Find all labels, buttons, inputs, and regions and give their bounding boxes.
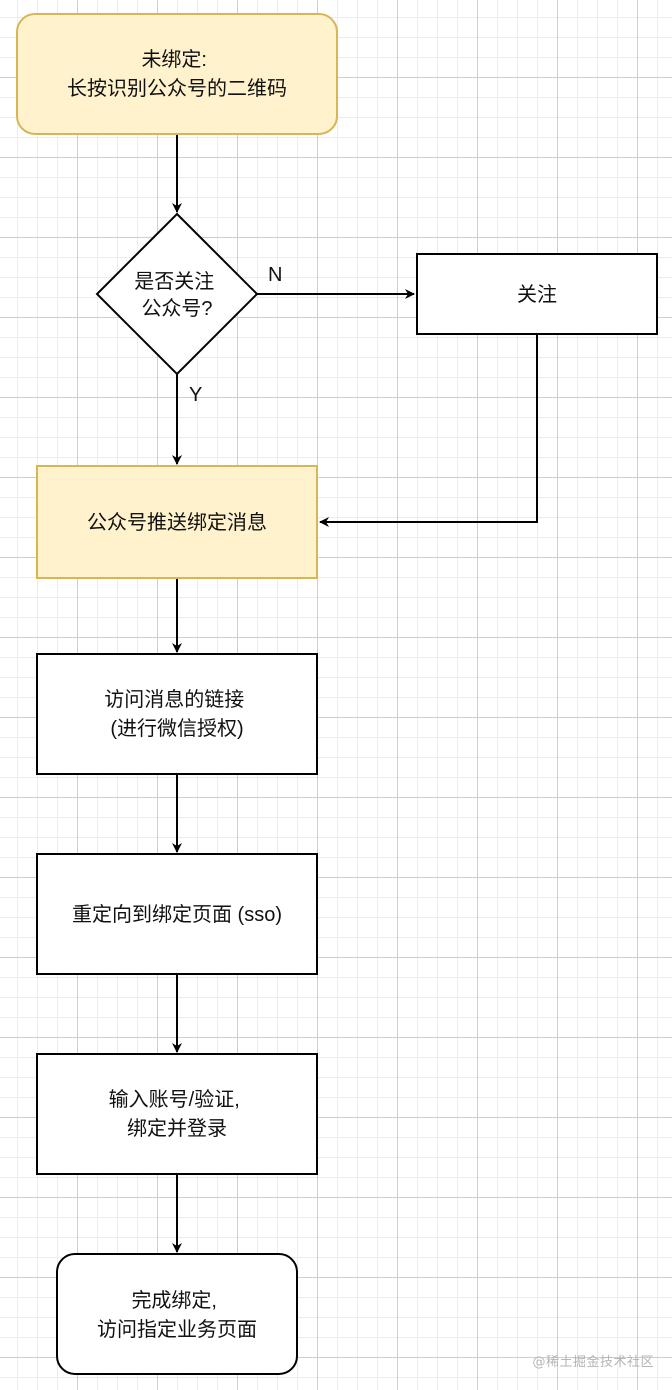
node-decision: 是否关注 公众号? (95, 212, 259, 376)
node-push: 公众号推送绑定消息 (36, 465, 318, 579)
node-input-line-1: 输入账号/验证, (109, 1088, 240, 1111)
node-visit-label: 访问消息的链接 (进行微信授权) (104, 688, 250, 740)
node-done: 完成绑定, 访问指定业务页面 (56, 1253, 298, 1375)
edge-label-yes: Y (189, 384, 202, 406)
node-visit: 访问消息的链接 (进行微信授权) (36, 653, 318, 775)
node-start-shape (16, 13, 338, 135)
node-decision-line-2: 公众号? (141, 297, 212, 320)
node-push-shape (36, 465, 318, 579)
node-input-shape (36, 1053, 318, 1175)
edges (172, 134, 538, 1253)
node-push-label: 公众号推送绑定消息 (87, 511, 267, 534)
node-follow-line-1: 关注 (517, 283, 557, 306)
node-input: 输入账号/验证, 绑定并登录 (36, 1053, 318, 1175)
node-input-line-2: 绑定并登录 (127, 1117, 227, 1140)
node-done-line-2: 访问指定业务页面 (97, 1318, 257, 1341)
node-done-label: 完成绑定, 访问指定业务页面 (97, 1289, 257, 1341)
node-follow: 关注 (416, 253, 658, 335)
node-redirect-line-1: 重定向到绑定页面 (sso) (72, 903, 282, 926)
node-redirect: 重定向到绑定页面 (sso) (36, 853, 318, 975)
node-push-line-1: 公众号推送绑定消息 (87, 511, 267, 534)
node-start-line-1: 未绑定: (141, 48, 207, 71)
node-start: 未绑定: 长按识别公众号的二维码 (16, 13, 338, 135)
node-visit-line-2: (进行微信授权) (110, 717, 243, 740)
node-visit-shape (36, 653, 318, 775)
node-start-line-2: 长按识别公众号的二维码 (67, 77, 287, 100)
node-decision-label: 是否关注 公众号? (134, 270, 220, 320)
node-redirect-label: 重定向到绑定页面 (sso) (72, 903, 282, 926)
node-input-label: 输入账号/验证, 绑定并登录 (109, 1088, 246, 1140)
node-start-label: 未绑定: 长按识别公众号的二维码 (67, 48, 287, 100)
edge-follow-to-push (319, 334, 538, 527)
node-visit-line-1: 访问消息的链接 (104, 688, 244, 711)
node-done-line-1: 完成绑定, (131, 1289, 217, 1312)
watermark: @稀土掘金技术社区 (532, 1355, 654, 1370)
node-done-shape (56, 1253, 298, 1375)
node-follow-shape (416, 253, 658, 335)
node-decision-line-1: 是否关注 (134, 270, 214, 293)
node-redirect-shape (36, 853, 318, 975)
node-follow-label: 关注 (517, 283, 557, 306)
edge-label-no: N (268, 264, 282, 286)
node-decision-shape (95, 212, 259, 376)
